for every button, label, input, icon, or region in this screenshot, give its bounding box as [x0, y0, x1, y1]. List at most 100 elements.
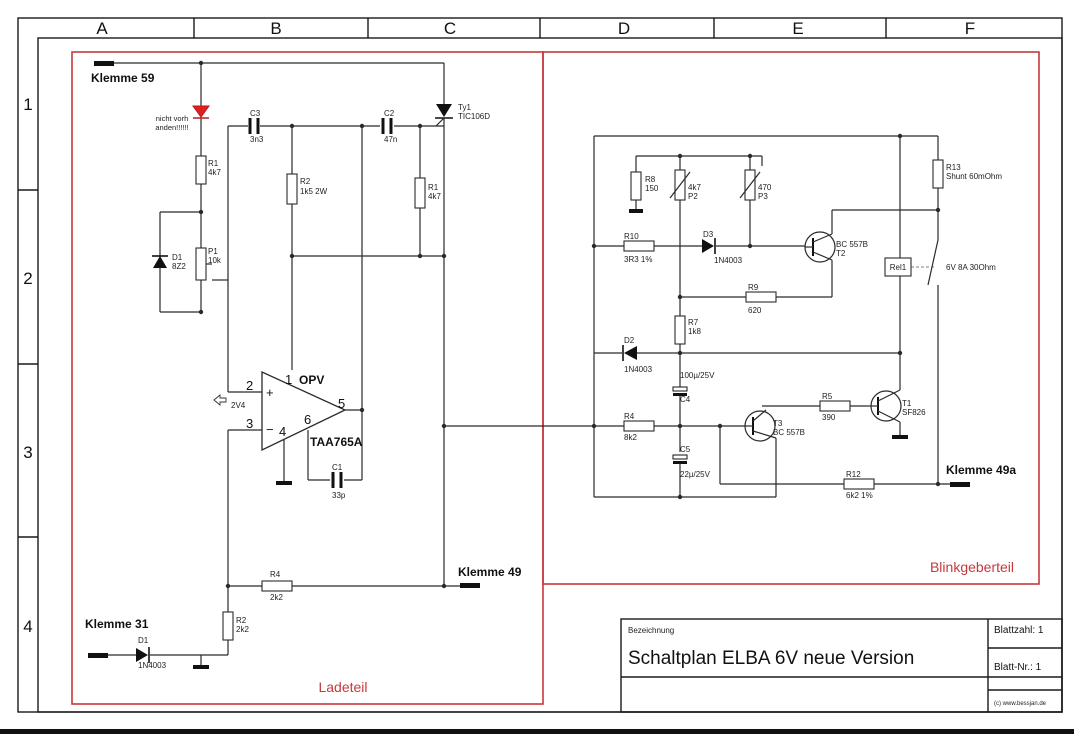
- column-a-label: A: [96, 19, 108, 38]
- rel1-ref: Rel1: [890, 263, 907, 272]
- r12-ref: R12: [846, 470, 861, 479]
- d3-diode-icon: [702, 238, 716, 254]
- c3-value: 3n3: [250, 135, 264, 144]
- r9-resistor: [745, 291, 777, 303]
- d1-zener-value: 8Z2: [172, 262, 186, 271]
- r7-ref: R7: [688, 318, 699, 327]
- ground-icon: [892, 435, 908, 439]
- r5-resistor: [819, 400, 851, 412]
- r10-resistor: [623, 240, 655, 252]
- klemme-49a-label: Klemme 49a: [946, 463, 1016, 477]
- t1-transistor-icon: [868, 389, 902, 423]
- c1-capacitor: [331, 472, 343, 488]
- r4b-value: 8k2: [624, 433, 637, 442]
- c4-ref: C4: [680, 395, 691, 404]
- row-3-label: 3: [23, 443, 32, 462]
- c1-ref: C1: [332, 463, 343, 472]
- r8-resistor: [630, 171, 642, 201]
- d3-value: 1N4003: [714, 256, 743, 265]
- r1b-value: 4k7: [428, 192, 441, 201]
- r4a-value: 2k2: [270, 593, 283, 602]
- ladeteil-label: Ladeteil: [318, 679, 367, 695]
- d2-diode-icon: [622, 345, 637, 361]
- p1-ref: P1: [208, 247, 218, 256]
- r4a-ref: R4: [270, 570, 281, 579]
- r9-ref: R9: [748, 283, 759, 292]
- r4b-ref: R4: [624, 412, 635, 421]
- p3-value: 470: [758, 183, 772, 192]
- sheet-count: Blattzahl: 1: [994, 625, 1044, 636]
- ty1-value: TIC106D: [458, 112, 490, 121]
- red-led-icon: [192, 105, 210, 119]
- c1-value: 33p: [332, 491, 346, 500]
- klemme-31-terminal: [88, 653, 108, 658]
- p1-value: 10k: [208, 256, 222, 265]
- opamp-pin-4: 4: [279, 424, 286, 439]
- ground-icon: [193, 665, 209, 669]
- t2-value: BC 557B: [836, 240, 868, 249]
- c2-capacitor: [381, 118, 393, 134]
- d3-ref: D3: [703, 230, 714, 239]
- zener-diode-icon: [152, 255, 168, 268]
- klemme-59-terminal: [94, 61, 114, 66]
- blinkgeberteil-section-box: [542, 51, 1040, 585]
- sheet-number: Blatt-Nr.: 1: [994, 662, 1042, 673]
- t1-ref: T1: [902, 399, 912, 408]
- ty1-ref: Ty1: [458, 103, 471, 112]
- r12-value: 6k2 1%: [846, 491, 873, 500]
- d1-diode-ref: D1: [138, 636, 149, 645]
- opamp-pin-2: 2: [246, 378, 253, 393]
- klemme-49a-terminal: [950, 482, 970, 487]
- blinkgeberteil-label: Blinkgeberteil: [930, 559, 1014, 575]
- klemme-59-label: Klemme 59: [91, 71, 155, 85]
- opamp-reference-voltage: 2V4: [231, 401, 246, 410]
- r2a-resistor: [286, 173, 298, 205]
- d1-diode-value: 1N4003: [138, 661, 167, 670]
- drawing-title: Schaltplan ELBA 6V neue Version: [628, 648, 914, 669]
- d1-diode-icon: [136, 647, 150, 663]
- p2-ref: P2: [688, 192, 698, 201]
- c4-value: 100µ/25V: [680, 371, 715, 380]
- d2-value: 1N4003: [624, 365, 653, 374]
- r13-shunt-resistor: [932, 159, 944, 189]
- r2a-value: 1k5 2W: [300, 187, 328, 196]
- copyright-note: (c) www.bessjan.de: [994, 701, 1047, 707]
- t2-ref: T2: [836, 249, 846, 258]
- c3-capacitor: [248, 118, 260, 134]
- r4a-resistor: [261, 580, 293, 592]
- r2b-resistor: [222, 611, 234, 641]
- row-1-label: 1: [23, 95, 32, 114]
- r2a-ref: R2: [300, 177, 311, 186]
- r7-resistor: [674, 315, 686, 345]
- p2-value: 4k7: [688, 183, 701, 192]
- r1a-value: 4k7: [208, 168, 221, 177]
- r7-value: 1k8: [688, 327, 701, 336]
- opamp-pin-3: 3: [246, 416, 253, 431]
- ladeteil-junctions: [198, 60, 447, 589]
- thyristor-icon: [435, 104, 453, 127]
- note-line-1: nicht vorh: [156, 114, 189, 123]
- opamp-symbol: [261, 370, 347, 452]
- c5-capacitor: [672, 454, 688, 464]
- r8-ref: R8: [645, 175, 656, 184]
- r10-ref: R10: [624, 232, 639, 241]
- rel1-value: 6V 8A 30Ohm: [946, 263, 996, 272]
- column-d-label: D: [618, 19, 630, 38]
- d1-zener-ref: D1: [172, 253, 183, 262]
- opamp-ref: OPV: [299, 373, 324, 387]
- row-4-label: 4: [23, 617, 32, 636]
- note-line-2: anden!!!!!!: [155, 123, 188, 132]
- r4b-resistor: [623, 420, 655, 432]
- d2-ref: D2: [624, 336, 635, 345]
- r8-value: 150: [645, 184, 659, 193]
- opamp-plus-sign: +: [266, 385, 274, 400]
- r13-value: Shunt 60mOhm: [946, 172, 1002, 181]
- r12-resistor: [843, 478, 875, 490]
- r10-value: 3R3 1%: [624, 255, 652, 264]
- r9-value: 620: [748, 306, 762, 315]
- c3-ref: C3: [250, 109, 261, 118]
- opamp-minus-sign: −: [266, 422, 274, 437]
- klemme-49-terminal: [460, 583, 480, 588]
- title-block: [620, 618, 1063, 713]
